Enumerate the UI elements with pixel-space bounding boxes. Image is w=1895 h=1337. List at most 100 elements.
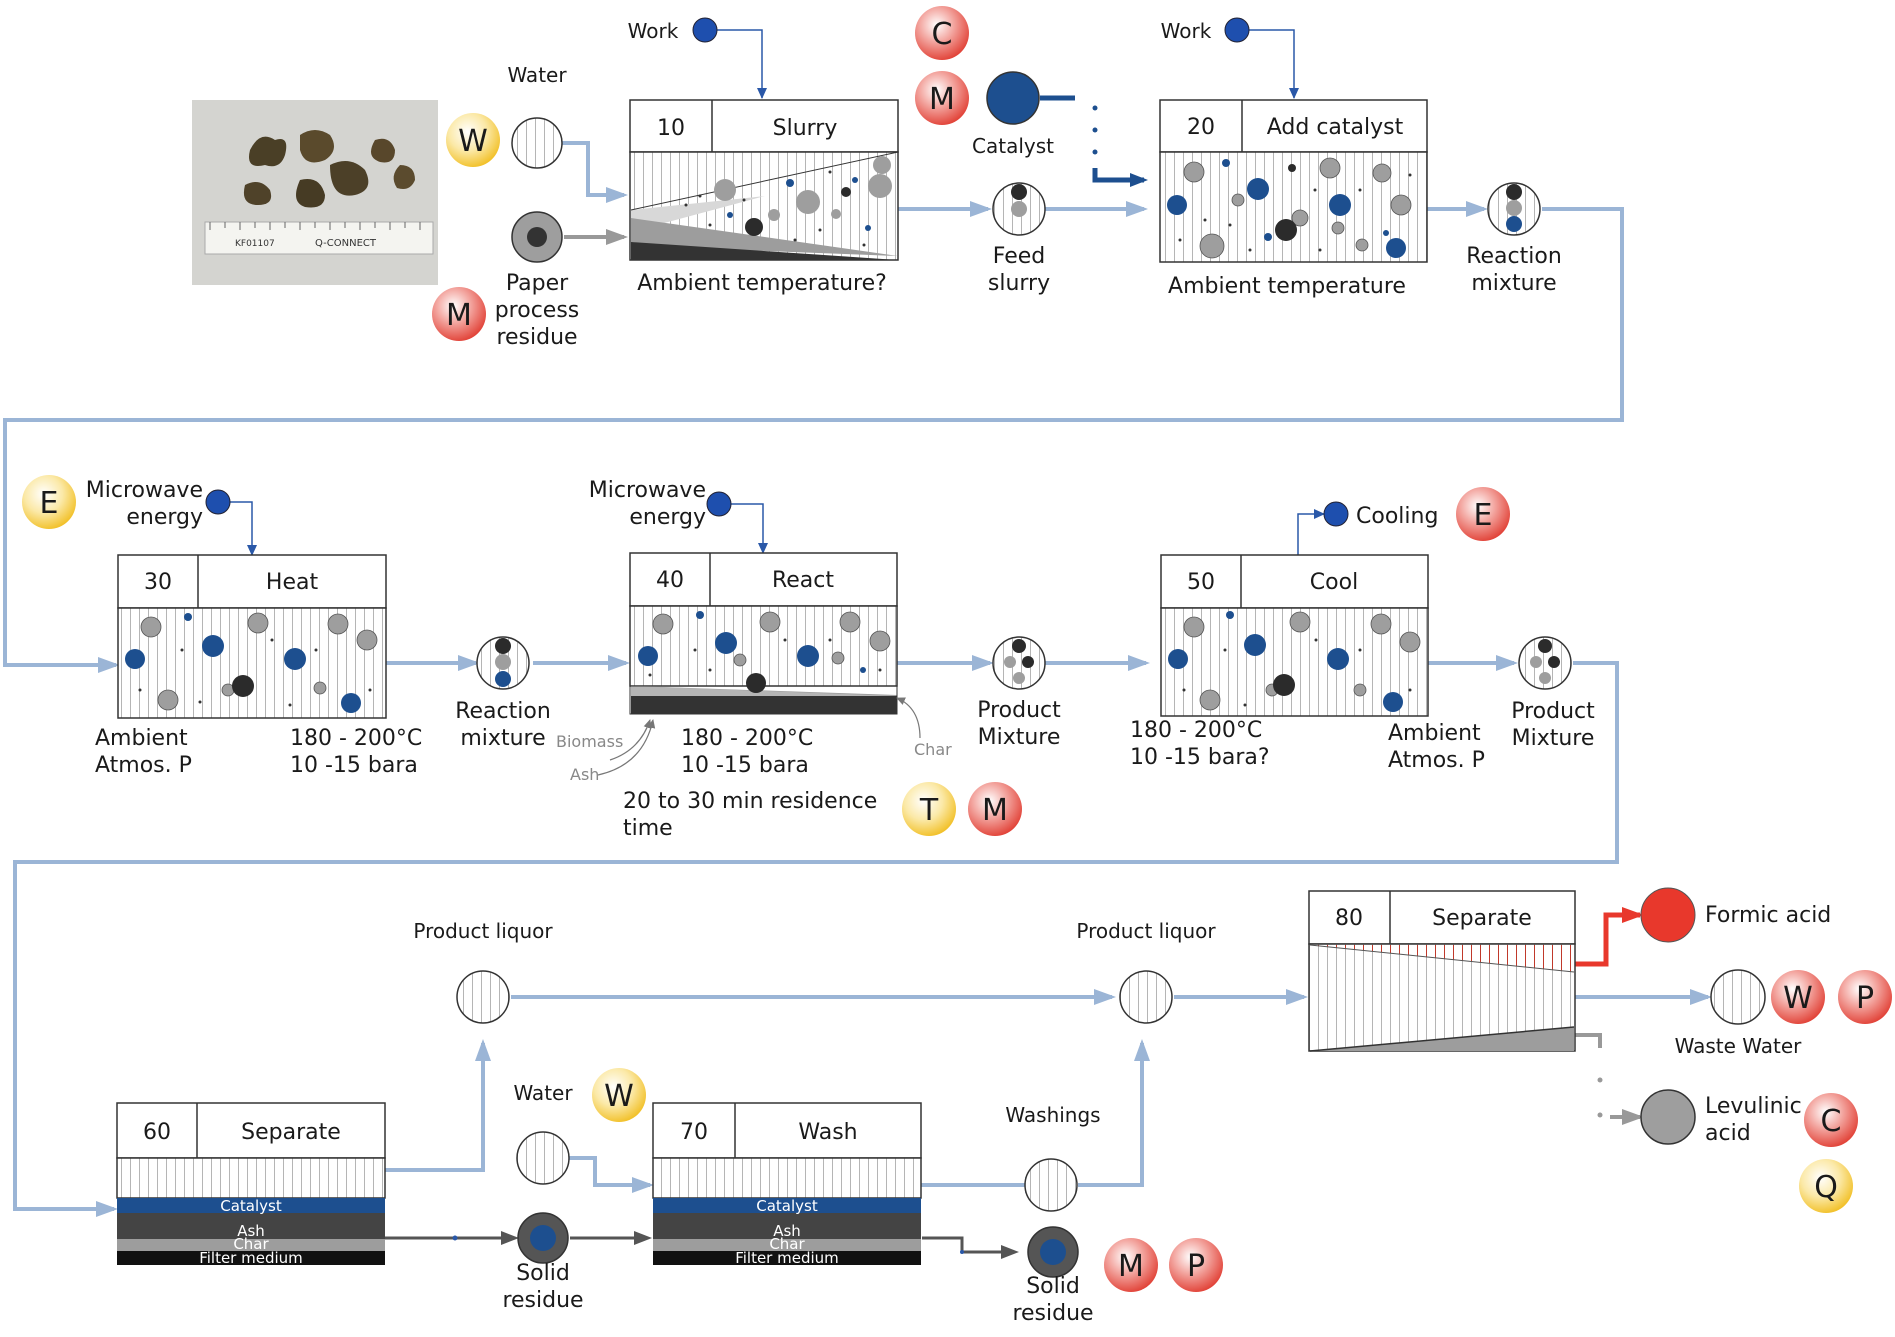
react-annotation-arrows [597, 697, 921, 776]
liquor-label-2: Product liquor [1076, 919, 1216, 943]
feed-label-1: Feed [993, 244, 1046, 269]
svg-text:C: C [932, 17, 953, 52]
paper-label-3: residue [496, 325, 577, 350]
water-label-top: Water [507, 63, 567, 87]
solid-residue-circle-1 [517, 1212, 569, 1264]
solid1-label-2: residue [502, 1288, 583, 1313]
labels: Water Paper process residue Work Work Am… [86, 19, 1832, 1326]
unit-60-separate: 60 Separate Catalyst Ash Char Filter med… [116, 1102, 386, 1267]
unit-20-id: 20 [1187, 115, 1215, 140]
reaction-mixture-circle-2 [476, 636, 530, 690]
lev-label-2: acid [1705, 1121, 1751, 1146]
badges: C M W M E E T M W M P W P C Q [22, 6, 1892, 1292]
unit-30-name: Heat [266, 570, 319, 595]
washings-label: Washings [1005, 1103, 1100, 1127]
formic-label: Formic acid [1705, 903, 1831, 928]
heat-out-2: 10 -15 bara [290, 753, 418, 778]
work-node-1 [692, 17, 718, 43]
formic-acid-arrow [1575, 907, 1644, 967]
badge-m-paper: M [432, 287, 486, 341]
unit-40-react: 40 React [629, 552, 898, 715]
reaction-mixture-circle-1 [1487, 182, 1541, 236]
unit-70-name: Wash [798, 1120, 857, 1145]
slurry-condition: Ambient temperature? [637, 271, 887, 296]
unit-60-name: Separate [241, 1120, 341, 1145]
heat-in-2: Atmos. P [95, 753, 192, 778]
mw1-label-2: energy [126, 505, 203, 530]
svg-text:P: P [1187, 1249, 1205, 1284]
waste-water-circle [1710, 969, 1766, 1025]
svg-text:W: W [458, 124, 488, 159]
sep60-ash-band: Ash [237, 1222, 265, 1240]
badge-m-top: M [915, 71, 969, 125]
react-cond-1: 180 - 200°C [681, 726, 813, 751]
svg-text:C: C [1821, 1104, 1842, 1139]
svg-text:E: E [40, 486, 59, 521]
cool-out-2: Atmos. P [1388, 748, 1485, 773]
cool-in-1: 180 - 200°C [1130, 718, 1262, 743]
prod2-label-1: Product [1511, 699, 1595, 724]
wash70-char-band: Char [769, 1235, 805, 1253]
work-label-2: Work [1161, 19, 1212, 43]
badge-m-solid: M [1104, 1238, 1158, 1292]
svg-text:M: M [1118, 1249, 1144, 1284]
cooling-node [1323, 501, 1349, 527]
mw2-label-1: Microwave [589, 478, 706, 503]
char-label: Char [914, 740, 952, 759]
rxn2-label-1: Reaction [455, 699, 551, 724]
mw2-label-2: energy [629, 505, 706, 530]
product-liquor-circle-2 [1119, 970, 1173, 1024]
ash-label: Ash [570, 765, 599, 784]
solid2-label-2: residue [1012, 1301, 1093, 1326]
levulinic-acid-circle [1640, 1089, 1696, 1145]
water-stream-circle [511, 117, 563, 169]
solid-residue-circle-2 [1027, 1226, 1079, 1278]
unit-50-id: 50 [1187, 570, 1215, 595]
ruler-text-2: Q-CONNECT [315, 238, 377, 249]
unit-10-name: Slurry [773, 116, 838, 141]
unit-50-name: Cool [1310, 570, 1358, 595]
unit-70-id: 70 [680, 1120, 708, 1145]
unit-80-separate: 80 Separate [1308, 890, 1576, 1052]
heat-in-1: Ambient [95, 726, 188, 751]
cooling-label: Cooling [1356, 504, 1438, 529]
badge-t-react: T [902, 782, 956, 836]
solid2-label-1: Solid [1026, 1274, 1080, 1299]
addcat-condition: Ambient temperature [1168, 274, 1406, 299]
svg-text:M: M [929, 82, 955, 117]
microwave-node-2 [706, 491, 732, 517]
heat-out-1: 180 - 200°C [290, 726, 422, 751]
stream-circles [205, 17, 1766, 1278]
react-cond-3: 20 to 30 min residence [623, 789, 877, 814]
water-wash-circle [516, 1131, 570, 1185]
svg-text:E: E [1474, 498, 1493, 533]
badge-m-react: M [968, 782, 1022, 836]
mw1-label-1: Microwave [86, 478, 203, 503]
lev-label-1: Levulinic [1705, 1094, 1802, 1119]
biomass-label: Biomass [556, 732, 623, 751]
badge-e-cool: E [1456, 487, 1510, 541]
sep60-filter-band: Filter medium [199, 1249, 303, 1267]
sep60-catalyst-band: Catalyst [220, 1197, 282, 1215]
product-liquor-circle-1 [456, 970, 510, 1024]
unit-30-heat: 30 Heat [117, 554, 387, 719]
solid-residue-lines [385, 1231, 1019, 1259]
unit-70-wash: 70 Wash Catalyst Ash Char Filter medium [652, 1102, 922, 1267]
prod2-label-2: Mixture [1512, 726, 1595, 751]
cool-out-1: Ambient [1388, 721, 1481, 746]
prod1-label-1: Product [977, 698, 1061, 723]
badge-e-heat: E [22, 475, 76, 529]
unit-20-name: Add catalyst [1267, 115, 1404, 140]
svg-text:M: M [446, 298, 472, 333]
paper-label-1: Paper [506, 271, 569, 296]
catalyst-circle [986, 71, 1040, 125]
badge-p-waste: P [1838, 970, 1892, 1024]
cool-in-2: 10 -15 bara? [1130, 745, 1270, 770]
product-mixture-circle-2 [1518, 636, 1572, 690]
badge-c-lev: C [1804, 1093, 1858, 1147]
signal-lines [228, 29, 1325, 556]
unit-60-id: 60 [143, 1120, 171, 1145]
badge-c-top: C [915, 6, 969, 60]
unit-30-id: 30 [144, 570, 172, 595]
ruler-text-1: KF01107 [235, 239, 275, 249]
